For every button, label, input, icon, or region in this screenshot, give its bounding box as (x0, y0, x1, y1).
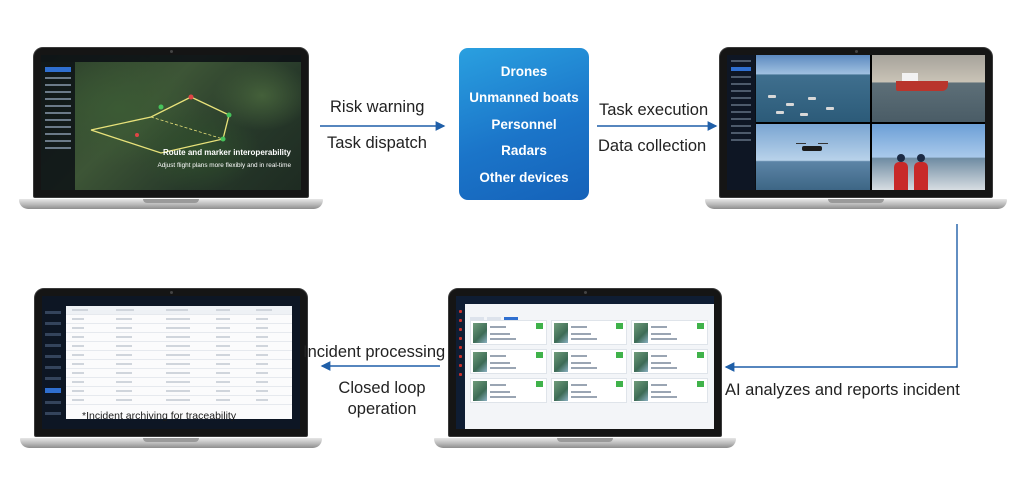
marker-pin-icon (158, 104, 164, 110)
marker-pin-icon (226, 112, 232, 118)
label-ai-report: AI analyzes and reports incident (725, 381, 960, 399)
camera-dot (583, 291, 587, 294)
laptop-camera-feeds (705, 47, 1007, 209)
camera-dot (169, 291, 173, 294)
flight-route-overlay (90, 94, 232, 154)
label-task-execution: Task execution (599, 101, 709, 119)
incident-card (631, 349, 708, 374)
device-drones: Drones (500, 63, 548, 79)
incident-card (470, 320, 547, 345)
person-icon (913, 154, 928, 190)
incident-card (550, 349, 628, 374)
cards-side-nav (456, 304, 465, 429)
laptop-incident-archive: *Incident archiving for traceability (20, 288, 322, 448)
incident-card (470, 378, 547, 403)
feed-personnel (871, 123, 985, 190)
laptop-route-map: Route and marker interoperability Adjust… (19, 47, 323, 209)
feed-cargo-ship (871, 55, 985, 122)
marker-pin-icon (188, 94, 194, 100)
laptop-base (19, 199, 323, 209)
label-data-collection: Data collection (598, 137, 707, 155)
device-personnel: Personnel (491, 116, 557, 132)
laptop-incident-cards (434, 288, 736, 448)
camera-dot (169, 50, 173, 53)
incident-card-grid (470, 320, 708, 403)
drone-icon (796, 142, 828, 151)
device-types-box: Drones Unmanned boats Personnel Radars O… (459, 48, 589, 200)
incident-card (631, 320, 708, 345)
feed-drone (756, 123, 870, 190)
device-other: Other devices (479, 169, 569, 185)
camera-side-panel (727, 55, 755, 190)
archive-screen: *Incident archiving for traceability (42, 296, 300, 429)
marker-pin-icon (220, 136, 226, 142)
archive-note: *Incident archiving for traceability (82, 410, 237, 422)
person-icon (893, 154, 908, 190)
marker-pin-icon (135, 133, 139, 137)
laptop-base (434, 438, 736, 448)
incident-card (550, 378, 628, 403)
label-risk-warning: Risk warning (330, 98, 425, 116)
feed-harbor-boats (756, 55, 870, 122)
laptop-base (20, 438, 322, 448)
label-closed-loop: Closed loop operation (338, 379, 426, 418)
satellite-map (41, 55, 301, 190)
incident-card (550, 320, 628, 345)
archive-table: *Incident archiving for traceability (66, 306, 292, 422)
label-task-dispatch: Task dispatch (327, 134, 427, 152)
arrow-to-ai-report (724, 224, 958, 372)
route-map-screen: Route and marker interoperability Adjust… (41, 55, 301, 190)
map-screen-title: Route and marker interoperability (162, 148, 291, 157)
map-top-bar (41, 55, 301, 62)
map-screen-subtitle: Adjust flight plans more flexibly and in… (157, 162, 291, 169)
label-incident-processing: Incident processing (303, 343, 446, 361)
archive-side-nav (42, 303, 64, 429)
camera-grid (756, 55, 985, 190)
map-side-panel (41, 62, 75, 190)
cards-filter-bar (470, 309, 570, 322)
cards-top-bar (456, 296, 714, 304)
device-unmanned-boats: Unmanned boats (469, 90, 579, 105)
incident-cards-screen (456, 296, 714, 429)
incident-card (470, 349, 547, 374)
camera-feeds-screen (727, 55, 985, 190)
camera-dot (854, 50, 858, 53)
device-radars: Radars (501, 143, 547, 158)
incident-card (631, 378, 708, 403)
laptop-base (705, 199, 1007, 209)
